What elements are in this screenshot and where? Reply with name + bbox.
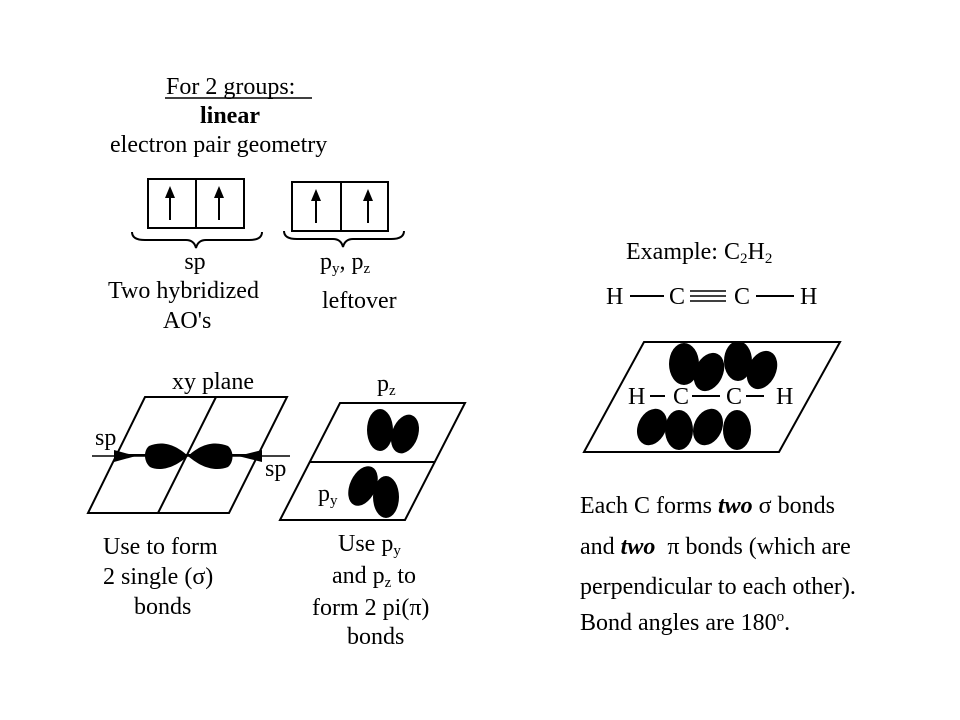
heading-title: For 2 groups:	[166, 74, 296, 100]
p-symbol: p	[320, 249, 332, 275]
pi-caption-line3: form 2 pi(π)	[312, 595, 430, 621]
hydrogen-symbol: H	[747, 239, 765, 265]
subscript-y: y	[332, 261, 340, 277]
bonding-text: and	[580, 534, 615, 560]
leftover-orbitals-label: py, pz	[320, 249, 371, 277]
pi-lobe-top	[669, 343, 699, 385]
atom-h-right: H	[800, 284, 818, 310]
c2h2-structure	[630, 290, 794, 302]
emphasis-two: two	[620, 534, 656, 560]
heading-geometry: linear	[200, 103, 260, 129]
bonding-text: σ bonds	[758, 493, 835, 519]
py-label: py	[318, 481, 338, 509]
up-arrow-icon	[214, 186, 224, 220]
pi-lobe-bottom	[723, 410, 751, 450]
plane-atom-h-left: H	[628, 384, 646, 410]
p-brace	[283, 230, 405, 248]
bonding-text: Bond angles are 180	[580, 610, 777, 636]
xy-plane	[86, 396, 290, 514]
up-arrow-icon	[165, 186, 175, 220]
arrow-right-icon	[114, 450, 136, 462]
pi-lobe-bottom	[692, 408, 724, 446]
py-lobe	[348, 466, 378, 506]
subscript-z: z	[363, 261, 371, 277]
sp-lobe-right	[188, 443, 233, 470]
sp-brace	[131, 231, 263, 249]
subscript-2: 2	[739, 251, 748, 267]
xy-caption-line1: Use to form	[103, 534, 218, 560]
emphasis-two: two	[717, 493, 753, 519]
p-orbital-box	[291, 181, 389, 232]
bonding-line3: perpendicular to each other).	[580, 574, 856, 600]
degree-symbol: o	[776, 609, 785, 625]
acetylene-plane	[582, 341, 842, 453]
caption-text: to	[391, 563, 416, 589]
pi-caption-line4: bonds	[347, 624, 405, 650]
xy-caption-line3: bonds	[134, 594, 192, 620]
sp-left-label: sp	[95, 425, 117, 451]
pi-lobe-top	[693, 352, 725, 392]
py-lobe	[373, 476, 399, 518]
pi-lobe-top	[746, 350, 778, 390]
sp-right-label: sp	[265, 456, 287, 482]
caption-text: and p	[332, 563, 385, 589]
subscript-2: 2	[764, 251, 773, 267]
sp-orbital-box	[147, 178, 245, 229]
pi-lobe-bottom	[636, 408, 668, 446]
leftover-desc: leftover	[322, 288, 397, 314]
p-symbol: p	[318, 481, 330, 507]
bonding-text: Each C forms	[580, 493, 712, 519]
pz-label: pz	[377, 371, 396, 399]
example-text: Example: C	[626, 239, 740, 265]
atom-c1: C	[669, 284, 686, 310]
bonding-text: .	[784, 610, 791, 636]
bonding-text: π bonds (which are	[667, 534, 851, 560]
caption-text: Use p	[338, 531, 394, 557]
up-arrow-icon	[363, 189, 373, 223]
plane-atom-c1: C	[673, 384, 690, 410]
subscript-z: z	[389, 383, 396, 399]
pi-lobe-top	[724, 341, 752, 381]
pi-caption-line1: Use py	[338, 531, 401, 559]
hybrid-desc-line2: AO's	[163, 308, 212, 334]
bonding-line1: Each C forms two σ bonds	[580, 494, 835, 518]
subscript-y: y	[330, 493, 338, 509]
subscript-y: y	[393, 543, 401, 559]
plane-atom-h-right: H	[776, 384, 794, 410]
bonding-line2: and two π bonds (which are	[580, 535, 851, 559]
up-arrow-icon	[311, 189, 321, 223]
bonding-line4: Bond angles are 180o.	[580, 609, 791, 636]
pz-lobe	[367, 409, 393, 451]
plane-atom-c2: C	[726, 384, 743, 410]
hybrid-desc-line1: Two hybridized	[108, 278, 259, 304]
p-symbol: p	[377, 371, 389, 397]
atom-c2: C	[734, 284, 751, 310]
pi-lobe-bottom	[665, 410, 693, 450]
subscript-z: z	[384, 575, 392, 591]
heading-subtitle: electron pair geometry	[110, 132, 328, 158]
xy-plane-label: xy plane	[172, 369, 254, 395]
example-label: Example: C2H2	[626, 239, 773, 267]
atom-h-left: H	[606, 284, 624, 310]
separator: , p	[339, 249, 364, 275]
pi-caption-line2: and pz to	[332, 563, 416, 591]
sp-label: sp	[184, 249, 206, 275]
arrow-left-icon	[238, 450, 262, 462]
pz-lobe	[390, 414, 420, 454]
sp-lobe-left	[144, 443, 188, 470]
xy-caption-line2: 2 single (σ)	[103, 564, 214, 590]
pi-plane	[278, 402, 467, 521]
